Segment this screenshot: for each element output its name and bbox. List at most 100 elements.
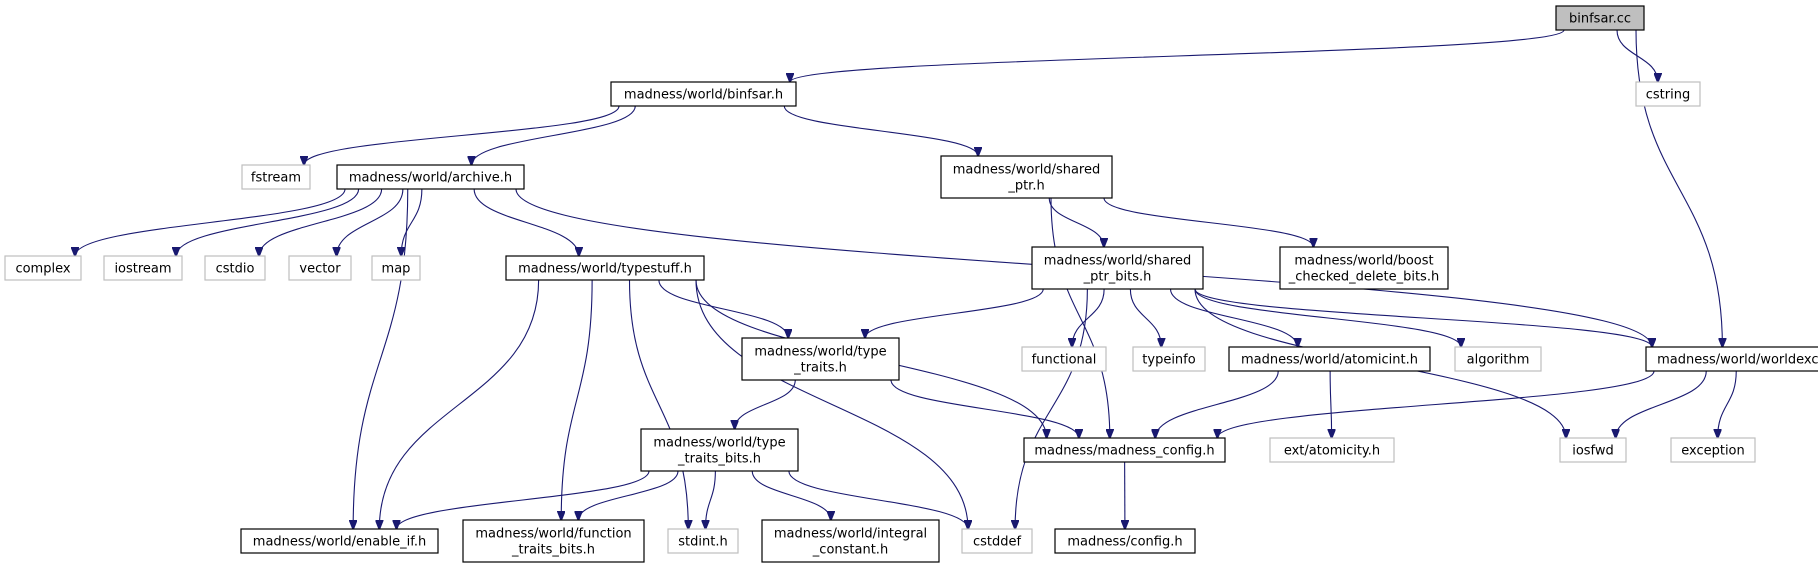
node-box [1269,437,1395,463]
node-typestuff-h[interactable]: madness/world/typestuff.h [505,255,705,281]
node-box [610,81,797,107]
node-box [288,255,352,281]
node-label: madness/world/integral [774,527,927,542]
edge-archive_h-to-enable_if_h [353,188,409,529]
node-iostream: iostream [103,255,183,281]
node-label: madness/world/archive.h [349,171,512,186]
node-label: madness/world/boost [1294,254,1433,269]
node-shared-ptr-bits-h[interactable]: madness/world/shared_ptr_bits.h [1031,246,1204,290]
node-integral-constant-h[interactable]: madness/world/integral_constant.h [761,519,940,563]
node-box [1454,346,1542,372]
node-box [940,155,1113,199]
node-binfsar-cc: binfsar.cc [1555,5,1645,31]
node-label: typeinfo [1142,353,1195,368]
edge-archive_h-to-map [401,188,423,256]
node-label: _ptr_bits.h [1083,270,1152,285]
edge-type_traits_bits_h-to-enable_if_h [397,470,650,529]
node-box [1132,346,1206,372]
edge-type_traits_h-to-madness_config_h [890,379,1079,438]
node-typeinfo: typeinfo [1132,346,1206,372]
edge-shared_ptr_bits_h-to-type_traits_h [865,288,1044,338]
node-box [1670,437,1756,463]
node-type-traits-bits-h[interactable]: madness/world/type_traits_bits.h [640,428,799,472]
node-label: cstdio [216,262,255,277]
node-label: fstream [251,171,301,186]
edge-shared_ptr_bits_h-to-cstddef [1015,288,1088,529]
node-label: stdint.h [678,535,727,550]
edge-type_traits_h-to-type_traits_bits_h [735,379,796,429]
edge-archive_h-to-iostream [176,188,360,256]
node-box [371,255,421,281]
edge-shared_ptr_bits_h-to-typeinfo [1129,288,1161,347]
edge-worldexc_h-to-iosfwd [1616,370,1707,438]
node-box [204,255,266,281]
node-config-h[interactable]: madness/config.h [1054,528,1196,554]
edge-shared_ptr_bits_h-to-atomicint_h [1169,288,1298,347]
edge-atomicint_h-to-madness_config_h [1155,370,1279,438]
node-label: iostream [114,262,171,277]
edge-shared_ptr_h-to-madness_config_h [1050,197,1110,438]
edge-shared_ptr_bits_h-to-functional [1072,288,1105,347]
edge-binfsar_cc-to-binfsar_h [790,29,1565,82]
node-label: madness/world/type [754,345,886,360]
node-label: _traits_bits.h [677,452,761,467]
edge-typestuff_h-to-type_traits_h [658,279,788,338]
node-label: madness/world/worldexc.h [1657,353,1818,368]
node-cstdio: cstdio [204,255,266,281]
node-box [1031,246,1204,290]
edge-shared_ptr_bits_h-to-worldexc_h [1194,288,1652,347]
node-function-traits-bits-h[interactable]: madness/world/function_traits_bits.h [462,519,645,563]
node-box [103,255,183,281]
node-complex: complex [4,255,82,281]
edge-type_traits_bits_h-to-function_traits_bits_h [578,470,679,520]
node-label: madness/world/shared [953,163,1101,178]
node-enable-if-h[interactable]: madness/world/enable_if.h [240,528,439,554]
node-box [4,255,82,281]
edge-typestuff_h-to-stdint_h [628,279,689,529]
node-atomicint-h[interactable]: madness/world/atomicint.h [1228,346,1431,372]
edge-typestuff_h-to-function_traits_bits_h [561,279,593,520]
edge-type_traits_bits_h-to-stdint_h [705,470,716,529]
node-box [1555,5,1645,31]
node-box [667,528,739,554]
node-box [241,164,311,190]
node-box [761,519,940,563]
edge-archive_h-to-complex [75,188,346,256]
node-exception: exception [1670,437,1756,463]
node-box [1635,81,1701,107]
node-cstddef: cstddef [961,528,1033,554]
node-label: _traits_bits.h [511,543,595,558]
edge-binfsar_cc-to-worldexc_h [1635,29,1722,347]
node-algorithm: algorithm [1454,346,1542,372]
node-label: map [382,262,411,277]
node-label: _checked_delete_bits.h [1288,270,1439,285]
node-label: madness/world/function [475,527,631,542]
edge-shared_ptr_h-to-boost_cdb_h [1103,197,1313,247]
node-label: exception [1681,444,1745,459]
node-box [1023,437,1226,463]
node-boost-cdb-h[interactable]: madness/world/boost_checked_delete_bits.… [1279,246,1449,290]
node-box [1228,346,1431,372]
node-worldexc-h[interactable]: madness/world/worldexc.h [1645,346,1818,372]
node-shared-ptr-h[interactable]: madness/world/shared_ptr.h [940,155,1113,199]
node-label: algorithm [1467,353,1530,368]
node-madness-config-h[interactable]: madness/madness_config.h [1023,437,1226,463]
edge-binfsar_h-to-fstream [304,105,620,165]
node-atomicity-h: ext/atomicity.h [1269,437,1395,463]
edge-worldexc_h-to-exception [1718,370,1737,438]
node-type-traits-h[interactable]: madness/world/type_traits.h [741,337,900,381]
node-label: madness/world/type [653,436,785,451]
node-label: ext/atomicity.h [1284,444,1380,459]
edge-typestuff_h-to-cstddef [695,279,968,529]
edge-worldexc_h-to-madness_config_h [1217,370,1655,438]
edge-shared_ptr_bits_h-to-algorithm [1194,288,1461,347]
edge-binfsar_h-to-archive_h [471,105,636,165]
edge-archive_h-to-typestuff_h [473,188,579,256]
node-map: map [371,255,421,281]
edge-type_traits_bits_h-to-integral_constant_h [751,470,831,520]
node-box [240,528,439,554]
node-binfsar-h[interactable]: madness/world/binfsar.h [610,81,797,107]
node-fstream: fstream [241,164,311,190]
node-archive-h[interactable]: madness/world/archive.h [336,164,525,190]
node-box [462,519,645,563]
